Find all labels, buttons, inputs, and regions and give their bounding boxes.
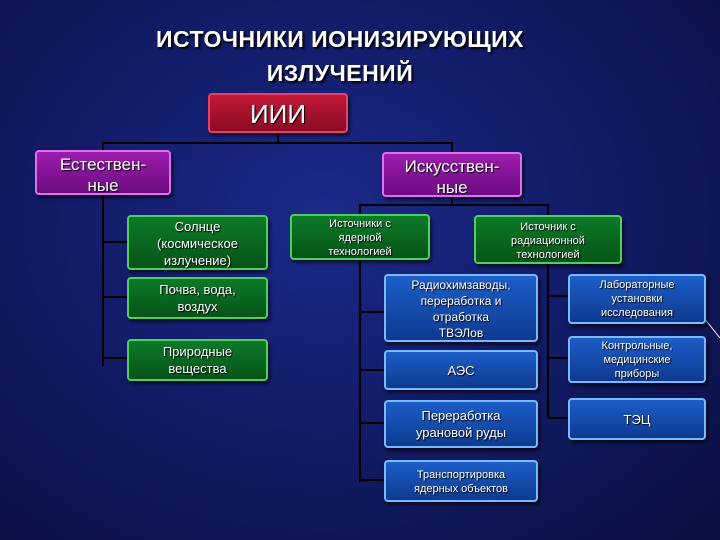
slide-title: ИСТОЧНИКИ ИОНИЗИРУЮЩИХ ИЗЛУЧЕНИЙ (60, 22, 620, 90)
natural-item-sun: Солнце (космическое излучение) (127, 215, 268, 270)
title-line-2: ИЗЛУЧЕНИЙ (266, 60, 414, 86)
accent-line (703, 317, 720, 339)
connector-artificial (359, 197, 549, 215)
root-node-iii: ИИИ (208, 93, 348, 133)
nuclear-item-radiochemical-plants: Радиохимзаводы, переработка и отработка … (384, 274, 538, 342)
connector-root (102, 133, 453, 152)
nuclear-item-npp: АЭС (384, 350, 538, 390)
title-line-1: ИСТОЧНИКИ ИОНИЗИРУЮЩИХ (155, 26, 525, 52)
radiation-item-chp: ТЭЦ (568, 398, 706, 440)
natural-item-soil-water-air: Почва, вода, воздух (127, 277, 268, 319)
nuclear-item-transport: Транспортировка ядерных объектов (384, 460, 538, 502)
nuclear-item-uranium-processing: Переработка урановой руды (384, 400, 538, 448)
natural-item-natural-substances: Природные вещества (127, 339, 268, 381)
category-artificial: Искусствен- ные (382, 152, 522, 197)
connector-radiation (547, 264, 568, 419)
connector-natural (102, 195, 127, 366)
sub-radiation-technology: Источник с радиационной технологией (474, 215, 622, 264)
category-natural: Естествен- ные (35, 150, 171, 195)
sub-nuclear-technology: Источники с ядерной технологией (290, 214, 430, 260)
radiation-item-control-medical-devices: Контрольные, медицинские приборы (568, 336, 706, 383)
radiation-item-lab-installations: Лабораторные установки исследования (568, 274, 706, 324)
connector-nuclear (359, 260, 384, 482)
